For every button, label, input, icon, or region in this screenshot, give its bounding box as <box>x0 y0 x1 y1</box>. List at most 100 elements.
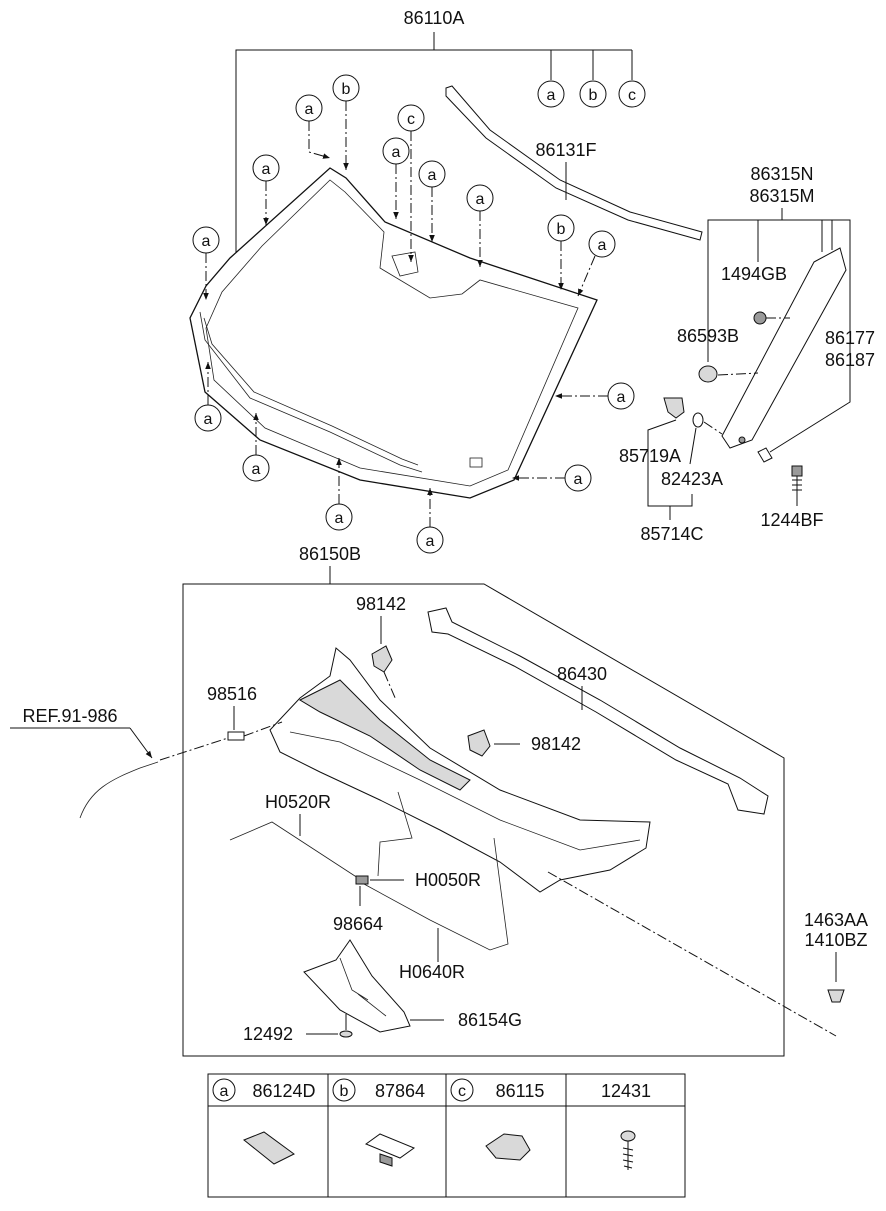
hose-1-label: H0520R <box>265 792 331 812</box>
seal-86430-part <box>427 607 769 815</box>
glass-callout-6: a <box>418 160 446 242</box>
legend-part-c: 86115 <box>496 1081 545 1101</box>
glass-callout-1: a <box>295 94 331 159</box>
pillar-trim-label-2: 86315M <box>749 186 814 206</box>
svg-text:a: a <box>220 1083 229 1100</box>
cowl-panel-part <box>269 647 651 893</box>
legend-part-d: 12431 <box>601 1081 651 1101</box>
bolt-1244-part <box>791 465 803 494</box>
svg-text:a: a <box>617 389 626 406</box>
legend-cell-d: 12431 <box>601 1081 651 1170</box>
clip-1494-label: 1494GB <box>721 264 787 284</box>
hose-joint-label: H0050R <box>415 870 481 890</box>
nozzle-upper-label: 98142 <box>356 594 406 614</box>
bracket-callout-b: b <box>579 80 607 108</box>
connector-98516-label: 98516 <box>207 684 257 704</box>
check-valve-label: 98664 <box>333 914 383 934</box>
clip-86593-dash <box>717 372 759 376</box>
glass-callout-3: a <box>252 154 280 225</box>
clip-1463-part <box>827 989 845 1003</box>
pillar-part-label-1: 86177 <box>825 328 875 348</box>
windshield-glass <box>189 167 598 499</box>
windshield-sensor-area <box>391 251 419 277</box>
legend-part-a-drawing <box>243 1131 295 1165</box>
clip-86593-label: 86593B <box>677 326 739 346</box>
windshield-bracket-line <box>235 49 632 290</box>
windshield-assembly-label: 86110A <box>404 8 465 28</box>
nozzle-lower-part <box>467 729 491 757</box>
glass-callout-14: a <box>416 488 444 554</box>
svg-text:a: a <box>392 144 401 161</box>
glass-callout-8: b <box>547 214 575 290</box>
screw-12492-part <box>339 1014 353 1038</box>
glass-callout-5: a <box>382 137 410 219</box>
fastener-82423-leader <box>689 427 697 465</box>
check-valve-part <box>355 875 369 885</box>
clip-1463-label: 1463AA <box>804 910 868 930</box>
glass-callout-16: a <box>512 464 592 492</box>
ref-dash <box>159 737 229 761</box>
glass-callout-7: a <box>466 184 494 267</box>
svg-text:b: b <box>342 81 351 98</box>
legend-table: a 86124D b 87864 c 86115 12431 <box>207 1073 686 1198</box>
connector-98516-dash <box>243 721 283 737</box>
svg-text:a: a <box>476 191 485 208</box>
legend-part-c-drawing <box>485 1133 531 1161</box>
pillar-part-label-2: 86187 <box>825 350 875 370</box>
svg-text:b: b <box>589 87 598 104</box>
svg-text:c: c <box>458 1083 466 1100</box>
clip-1463-dash <box>547 871 837 1037</box>
legend-cell-a: a 86124D <box>212 1078 316 1165</box>
svg-text:a: a <box>426 533 435 550</box>
pillar-trim-label-1: 86315N <box>750 164 813 184</box>
windshield-group: 86110A a b c a <box>189 8 875 554</box>
svg-text:a: a <box>598 237 607 254</box>
bracket-callout-c: c <box>618 80 646 108</box>
cowl-assembly-label: 86150B <box>299 544 361 564</box>
glass-callout-9: a <box>577 230 616 297</box>
windshield-tag <box>469 457 483 468</box>
ref-label: REF.91-986 <box>22 706 117 726</box>
hose-joint-line <box>377 791 413 877</box>
pillar-trim-part <box>721 247 847 449</box>
pillar-trim-hole <box>738 436 746 444</box>
hose-1-part <box>229 821 359 879</box>
svg-text:a: a <box>574 471 583 488</box>
top-molding-86131F <box>445 85 703 241</box>
glass-callout-10: a <box>192 226 220 300</box>
nozzle-upper-dash <box>383 671 397 701</box>
cover-86154G-label: 86154G <box>458 1010 522 1030</box>
legend-cell-b: b 87864 <box>332 1078 425 1167</box>
legend-part-b: 87864 <box>375 1081 425 1101</box>
svg-text:a: a <box>204 411 213 428</box>
pillar-bracket <box>707 219 851 453</box>
clip-86593-part <box>698 365 718 383</box>
pillar-clip-small <box>757 447 773 463</box>
svg-text:a: a <box>252 461 261 478</box>
svg-text:c: c <box>628 87 636 104</box>
bracket-callout-a: a <box>537 80 565 108</box>
glass-callout-11: a <box>194 362 222 432</box>
svg-text:a: a <box>335 510 344 527</box>
svg-text:c: c <box>407 111 415 128</box>
hose-2-part <box>363 837 509 951</box>
cowl-group: 86150B 86430 98142 98142 98516 REF.91-98… <box>10 544 868 1057</box>
top-molding-label: 86131F <box>535 140 596 160</box>
fastener-set-bracket <box>647 494 693 507</box>
svg-text:a: a <box>305 101 314 118</box>
svg-text:a: a <box>547 87 556 104</box>
fastener-82423-label: 82423A <box>661 469 723 489</box>
glass-callout-13: a <box>325 458 353 531</box>
svg-text:a: a <box>428 167 437 184</box>
ref-hose <box>79 761 159 819</box>
cowl-panel-ridge <box>289 731 641 851</box>
glass-callout-2: b <box>332 74 360 170</box>
svg-text:b: b <box>557 221 566 238</box>
cover-86154G-detail <box>339 957 387 1017</box>
fastener-85719-label: 85719A <box>619 446 681 466</box>
ref-arrow <box>129 727 153 759</box>
hose-2-label: H0640R <box>399 962 465 982</box>
glass-callout-15: a <box>555 382 635 410</box>
